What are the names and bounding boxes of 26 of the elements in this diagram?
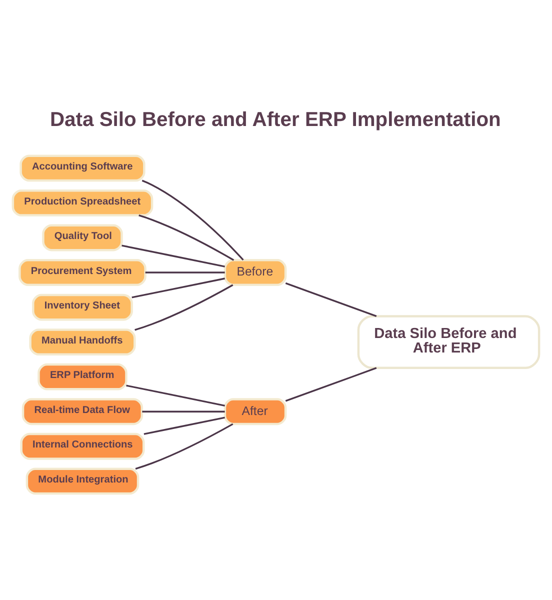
node-box: Procurement System: [18, 259, 146, 286]
connector: [285, 282, 377, 317]
connector: [138, 214, 234, 261]
connector: [134, 284, 234, 331]
connector: [144, 416, 225, 435]
connector: [126, 384, 225, 406]
node-box: Internal Connections: [20, 432, 145, 460]
diagram-title: Data Silo Before and After ERP Implementation: [50, 109, 501, 132]
node-box: Module Integration: [26, 468, 140, 495]
node-box: ERP Platform: [38, 363, 128, 390]
node-box: Data Silo Before and After ERP: [357, 315, 540, 369]
connector: [122, 244, 225, 268]
node-box: Real-time Data Flow: [22, 398, 144, 426]
node-box: Inventory Sheet: [32, 294, 133, 321]
node-box: Before: [224, 259, 287, 286]
node-box: Quality Tool: [42, 224, 123, 252]
node-box: After: [224, 398, 287, 426]
node-box: Manual Handoffs: [29, 328, 136, 356]
node-box: Accounting Software: [20, 154, 146, 182]
connector: [132, 278, 225, 298]
connector: [142, 180, 244, 261]
connector: [135, 423, 234, 470]
node-box: Production Spreadsheet: [12, 190, 154, 216]
connector: [142, 410, 225, 412]
connector: [285, 367, 377, 402]
connector: [145, 272, 225, 274]
